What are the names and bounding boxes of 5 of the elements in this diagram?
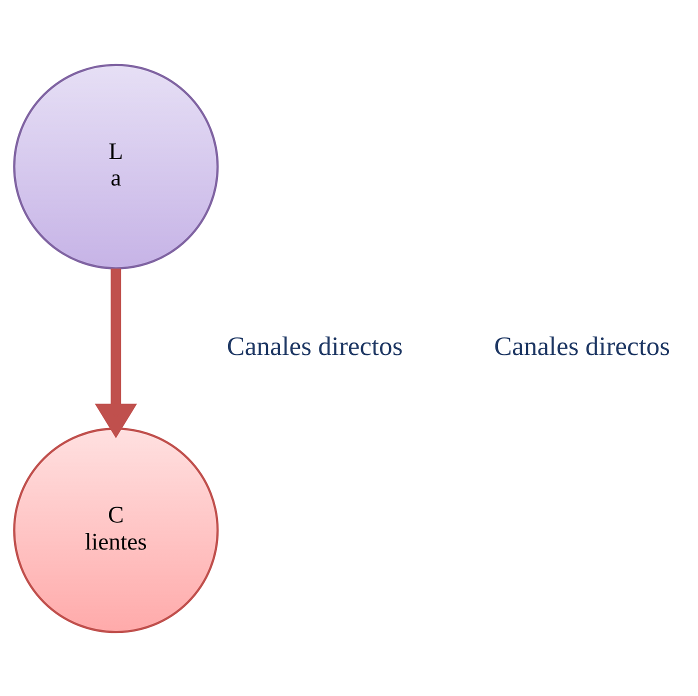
node-circle: L a: [13, 63, 219, 269]
label: Canales directos: [226, 330, 403, 361]
arrow: [94, 268, 137, 438]
node-circle: C lientes: [13, 427, 219, 633]
label: Canales directos: [494, 330, 670, 361]
